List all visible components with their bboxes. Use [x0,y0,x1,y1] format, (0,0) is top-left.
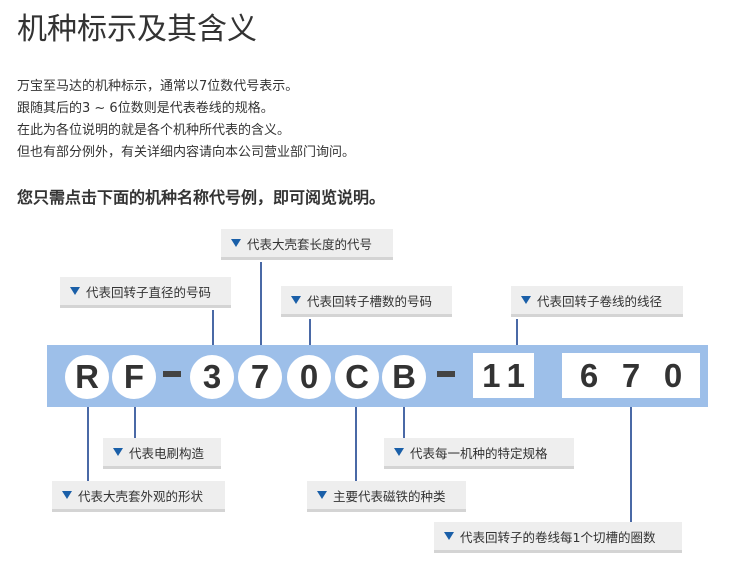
connector-line [134,400,136,438]
code-digit: 1 [506,356,525,394]
instruction-heading: 您只需点击下面的机种名称代号例，即可阅览说明。 [17,188,386,207]
label-text: 代表回转子直径的号码 [86,284,212,300]
intro-line: 但也有部分例外，有关详细内容请向本公司营业部门询问。 [17,145,356,160]
intro-line: 在此为各位说明的就是各个机种所代表的含义。 [17,123,291,138]
label-wire[interactable]: 代表回转子卷线的线径 [511,286,683,317]
code-digit: 6 [579,356,599,394]
triangle-down-icon [70,287,80,295]
connector-line [516,319,518,350]
triangle-down-icon [291,296,301,304]
label-brush[interactable]: 代表电刷构造 [103,438,221,469]
code-char-f[interactable]: F [112,355,156,399]
connector-line [403,400,405,438]
code-char-7[interactable]: 7 [238,355,282,399]
triangle-down-icon [444,532,454,540]
label-text: 代表每一机种的特定规格 [410,445,548,461]
triangle-down-icon [231,239,241,247]
label-text: 代表大壳套长度的代号 [247,236,373,252]
label-text: 代表回转子的卷线每1个切槽的圈数 [460,529,656,545]
triangle-down-icon [394,448,404,456]
code-char-c[interactable]: C [335,355,379,399]
connector-line [355,400,357,482]
intro-line: 跟随其后的3 ~ 6位数则是代表卷线的规格。 [17,101,274,116]
label-text: 代表大壳套外观的形状 [78,488,204,504]
label-shape[interactable]: 代表大壳套外观的形状 [52,481,225,512]
label-magnet[interactable]: 主要代表磁铁的种类 [307,481,466,512]
code-char-0[interactable]: 0 [287,355,331,399]
connector-line [630,398,632,522]
triangle-down-icon [113,448,123,456]
label-text: 代表电刷构造 [129,445,205,461]
label-spec[interactable]: 代表每一机种的特定规格 [384,438,574,469]
connector-line [309,319,311,350]
code-digit: 7 [621,356,641,394]
code-digit: 0 [663,356,683,394]
triangle-down-icon [62,491,72,499]
code-digit: 1 [482,356,501,394]
code-dash [437,371,455,377]
label-text: 代表回转子槽数的号码 [307,293,433,309]
connector-line [87,400,89,482]
code-dash [163,371,181,377]
label-length[interactable]: 代表大壳套长度的代号 [221,229,393,260]
intro-text: 万宝至马达的机种标示，通常以7位数代号表示。 跟随其后的3 ~ 6位数则是代表卷… [17,76,355,164]
label-diameter[interactable]: 代表回转子直径的号码 [60,277,231,308]
winding-wire-code[interactable]: 1 1 [473,353,534,398]
label-turns[interactable]: 代表回转子的卷线每1个切槽的圈数 [434,522,682,553]
label-text: 主要代表磁铁的种类 [333,488,446,504]
page-title: 机种标示及其含义 [17,12,257,47]
winding-turns-code[interactable]: 6 7 0 [562,353,700,398]
triangle-down-icon [317,491,327,499]
label-text: 代表回转子卷线的线径 [537,293,663,309]
code-char-b[interactable]: B [382,355,426,399]
connector-line [260,262,262,350]
label-slots[interactable]: 代表回转子槽数的号码 [281,286,452,317]
code-char-3[interactable]: 3 [190,355,234,399]
intro-line: 万宝至马达的机种标示，通常以7位数代号表示。 [17,79,299,94]
code-char-r[interactable]: R [65,355,109,399]
triangle-down-icon [521,296,531,304]
connector-line [212,310,214,350]
